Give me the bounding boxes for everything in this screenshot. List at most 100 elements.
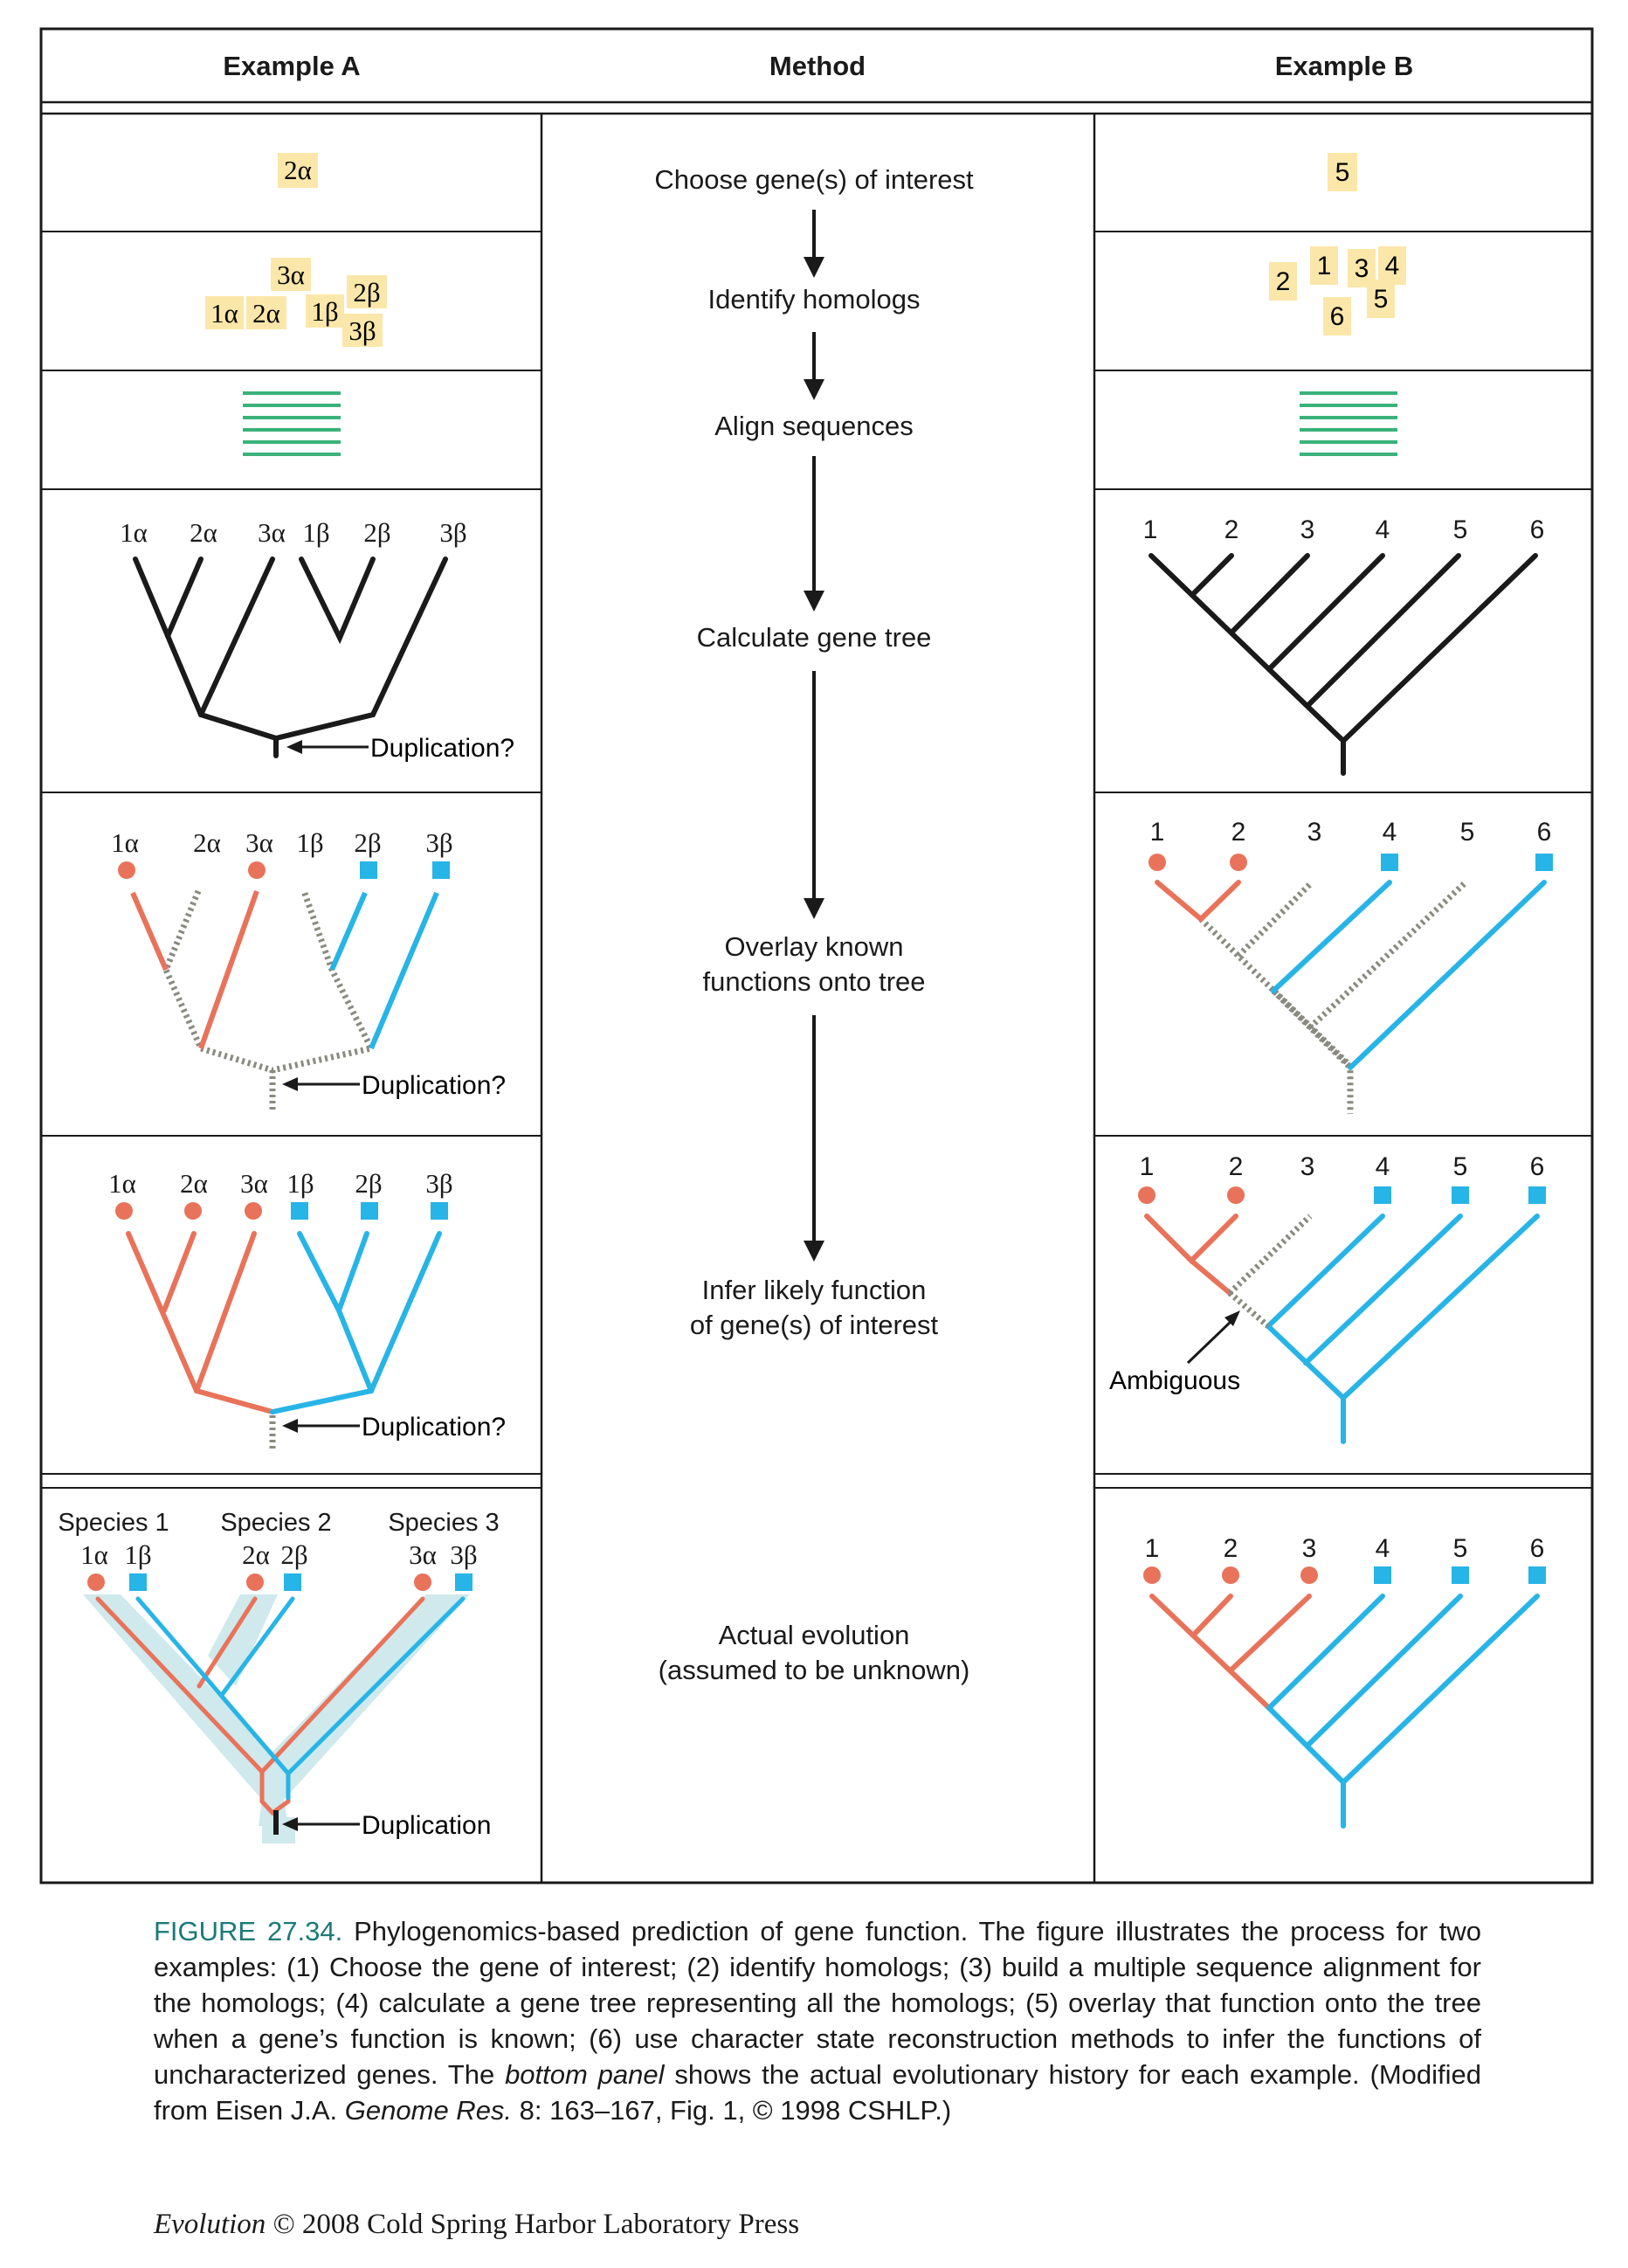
b7-marker-2 [1222,1566,1239,1584]
a7-label-3b: 3β [450,1539,477,1570]
a6-marker-2b [361,1202,378,1220]
a5-label-2b: 2β [354,827,381,858]
caption-text-3: 8: 163–167, Fig. 1, © 1998 CSHLP.) [512,2095,952,2126]
b6-marker-2 [1227,1186,1245,1204]
b-gene-tree: 1 2 3 4 5 6 [1143,515,1545,776]
b5-label-2: 2 [1231,818,1246,847]
b-homolog-2: 2 [1276,267,1291,296]
b7-label-3: 3 [1302,1534,1317,1563]
a-chosen-gene: 2α [278,153,318,188]
a5-label-2a: 2α [193,827,221,858]
step-infer-2: of gene(s) of interest [690,1310,939,1340]
credit-text: © 2008 Cold Spring Harbor Laboratory Pre… [266,2209,800,2240]
step-calculate: Calculate gene tree [697,622,932,653]
b6-marker-4 [1374,1186,1391,1204]
b6-label-4: 4 [1376,1152,1390,1181]
a5-duplication-label: Duplication? [362,1071,506,1100]
step-infer-1: Infer likely function [702,1275,927,1305]
b5-label-4: 4 [1383,818,1397,847]
b7-marker-6 [1528,1566,1546,1584]
header-example-a: Example A [223,51,360,81]
a-chosen-label: 2α [284,155,312,185]
b-inferred-tree: 1 2 3 4 5 6 Ambiguous [1109,1152,1546,1444]
a6-label-1a: 1α [108,1168,136,1199]
b7-label-4: 4 [1376,1534,1390,1563]
a-homologs: 3α 1α 2α 1β 2β 3β [205,258,387,347]
b4-label-3: 3 [1300,515,1315,544]
table-frame [39,27,1594,1884]
a7-duplication-label: Duplication [362,1811,491,1840]
b6-label-3: 3 [1300,1152,1315,1181]
b5-marker-1 [1149,854,1166,871]
step-choose: Choose gene(s) of interest [654,164,974,195]
a-alignment [243,391,341,456]
a6-marker-3b [431,1202,448,1220]
species-1-label: Species 1 [58,1509,169,1537]
method-arrows [804,210,824,1262]
a-homolog-3b: 3β [348,315,376,346]
b-alignment [1300,391,1397,456]
b6-marker-5 [1452,1186,1469,1204]
a7-label-1a: 1α [80,1539,108,1570]
b-homolog-3: 3 [1355,254,1369,283]
caption-italic-1: bottom panel [505,2059,665,2090]
b5-label-5: 5 [1460,818,1475,847]
a6-marker-2a [184,1202,202,1220]
step-overlay-2: functions onto tree [702,966,925,997]
b7-marker-3 [1300,1566,1318,1584]
a6-marker-1a [115,1202,133,1220]
step-identify: Identify homologs [708,284,921,315]
b7-marker-4 [1374,1566,1391,1584]
b7-label-6: 6 [1530,1534,1545,1563]
a-inferred-tree: 1α 2α 3α 1β 2β 3β Duplication? [108,1168,506,1450]
a7-marker-3b [455,1573,473,1591]
b7-label-5: 5 [1453,1534,1468,1563]
b5-label-6: 6 [1537,818,1552,847]
a7-marker-3a [414,1573,431,1591]
a5-label-1a: 1α [111,827,139,858]
b-homologs: 2 1 3 4 5 6 [1269,246,1406,335]
a6-label-3b: 3β [425,1168,452,1199]
b6-marker-1 [1138,1186,1155,1204]
copyright-line: Evolution © 2008 Cold Spring Harbor Labo… [154,2209,799,2241]
header-example-b: Example B [1275,51,1414,81]
b7-marker-1 [1143,1566,1161,1584]
b6-label-2: 2 [1229,1152,1244,1181]
a-homolog-3a: 3α [277,259,305,290]
a5-marker-3a [248,861,266,879]
a6-marker-3a [245,1202,262,1220]
b-chosen-label: 5 [1335,158,1350,187]
step-align: Align sequences [714,411,914,441]
a4-label-2a: 2α [190,517,217,548]
a7-species-halo [83,1594,470,1826]
a4-label-1b: 1β [302,517,329,548]
step-actual-2: (assumed to be unknown) [659,1655,970,1685]
a6-label-2b: 2β [355,1168,382,1199]
b6-label-1: 1 [1140,1152,1155,1181]
b-chosen-gene: 5 [1328,153,1357,191]
a6-duplication-label: Duplication? [362,1413,506,1442]
a5-marker-2b [360,861,377,879]
a-homolog-2b: 2β [353,277,380,308]
a-actual-tree: Species 1 Species 2 Species 3 1α 1β 2α 2… [58,1509,500,1843]
b5-marker-2 [1230,854,1247,871]
species-3-label: Species 3 [388,1509,499,1537]
b-overlay-tree: 1 2 3 4 5 6 [1149,818,1553,1114]
b4-label-6: 6 [1530,515,1545,544]
b4-label-1: 1 [1143,515,1158,544]
step-actual-1: Actual evolution [719,1620,910,1650]
a7-marker-2a [246,1573,264,1591]
b-homolog-4: 4 [1385,252,1400,280]
b5-label-1: 1 [1150,818,1165,847]
a-gene-tree: 1α 2α 3α 1β 2β 3β Duplication? [120,517,514,763]
b-homolog-5: 5 [1374,285,1389,314]
a5-label-1b: 1β [296,827,323,858]
a-homolog-2a: 2α [252,298,280,328]
b6-ambiguous-label: Ambiguous [1109,1366,1240,1395]
a4-label-3a: 3α [258,517,286,548]
b7-label-2: 2 [1224,1534,1238,1563]
figure-caption: FIGURE 27.34. Phylogenomics-based predic… [154,1913,1481,2128]
b5-label-3: 3 [1307,818,1322,847]
a-homolog-1b: 1β [311,296,338,327]
a-homolog-1a: 1α [210,298,238,328]
